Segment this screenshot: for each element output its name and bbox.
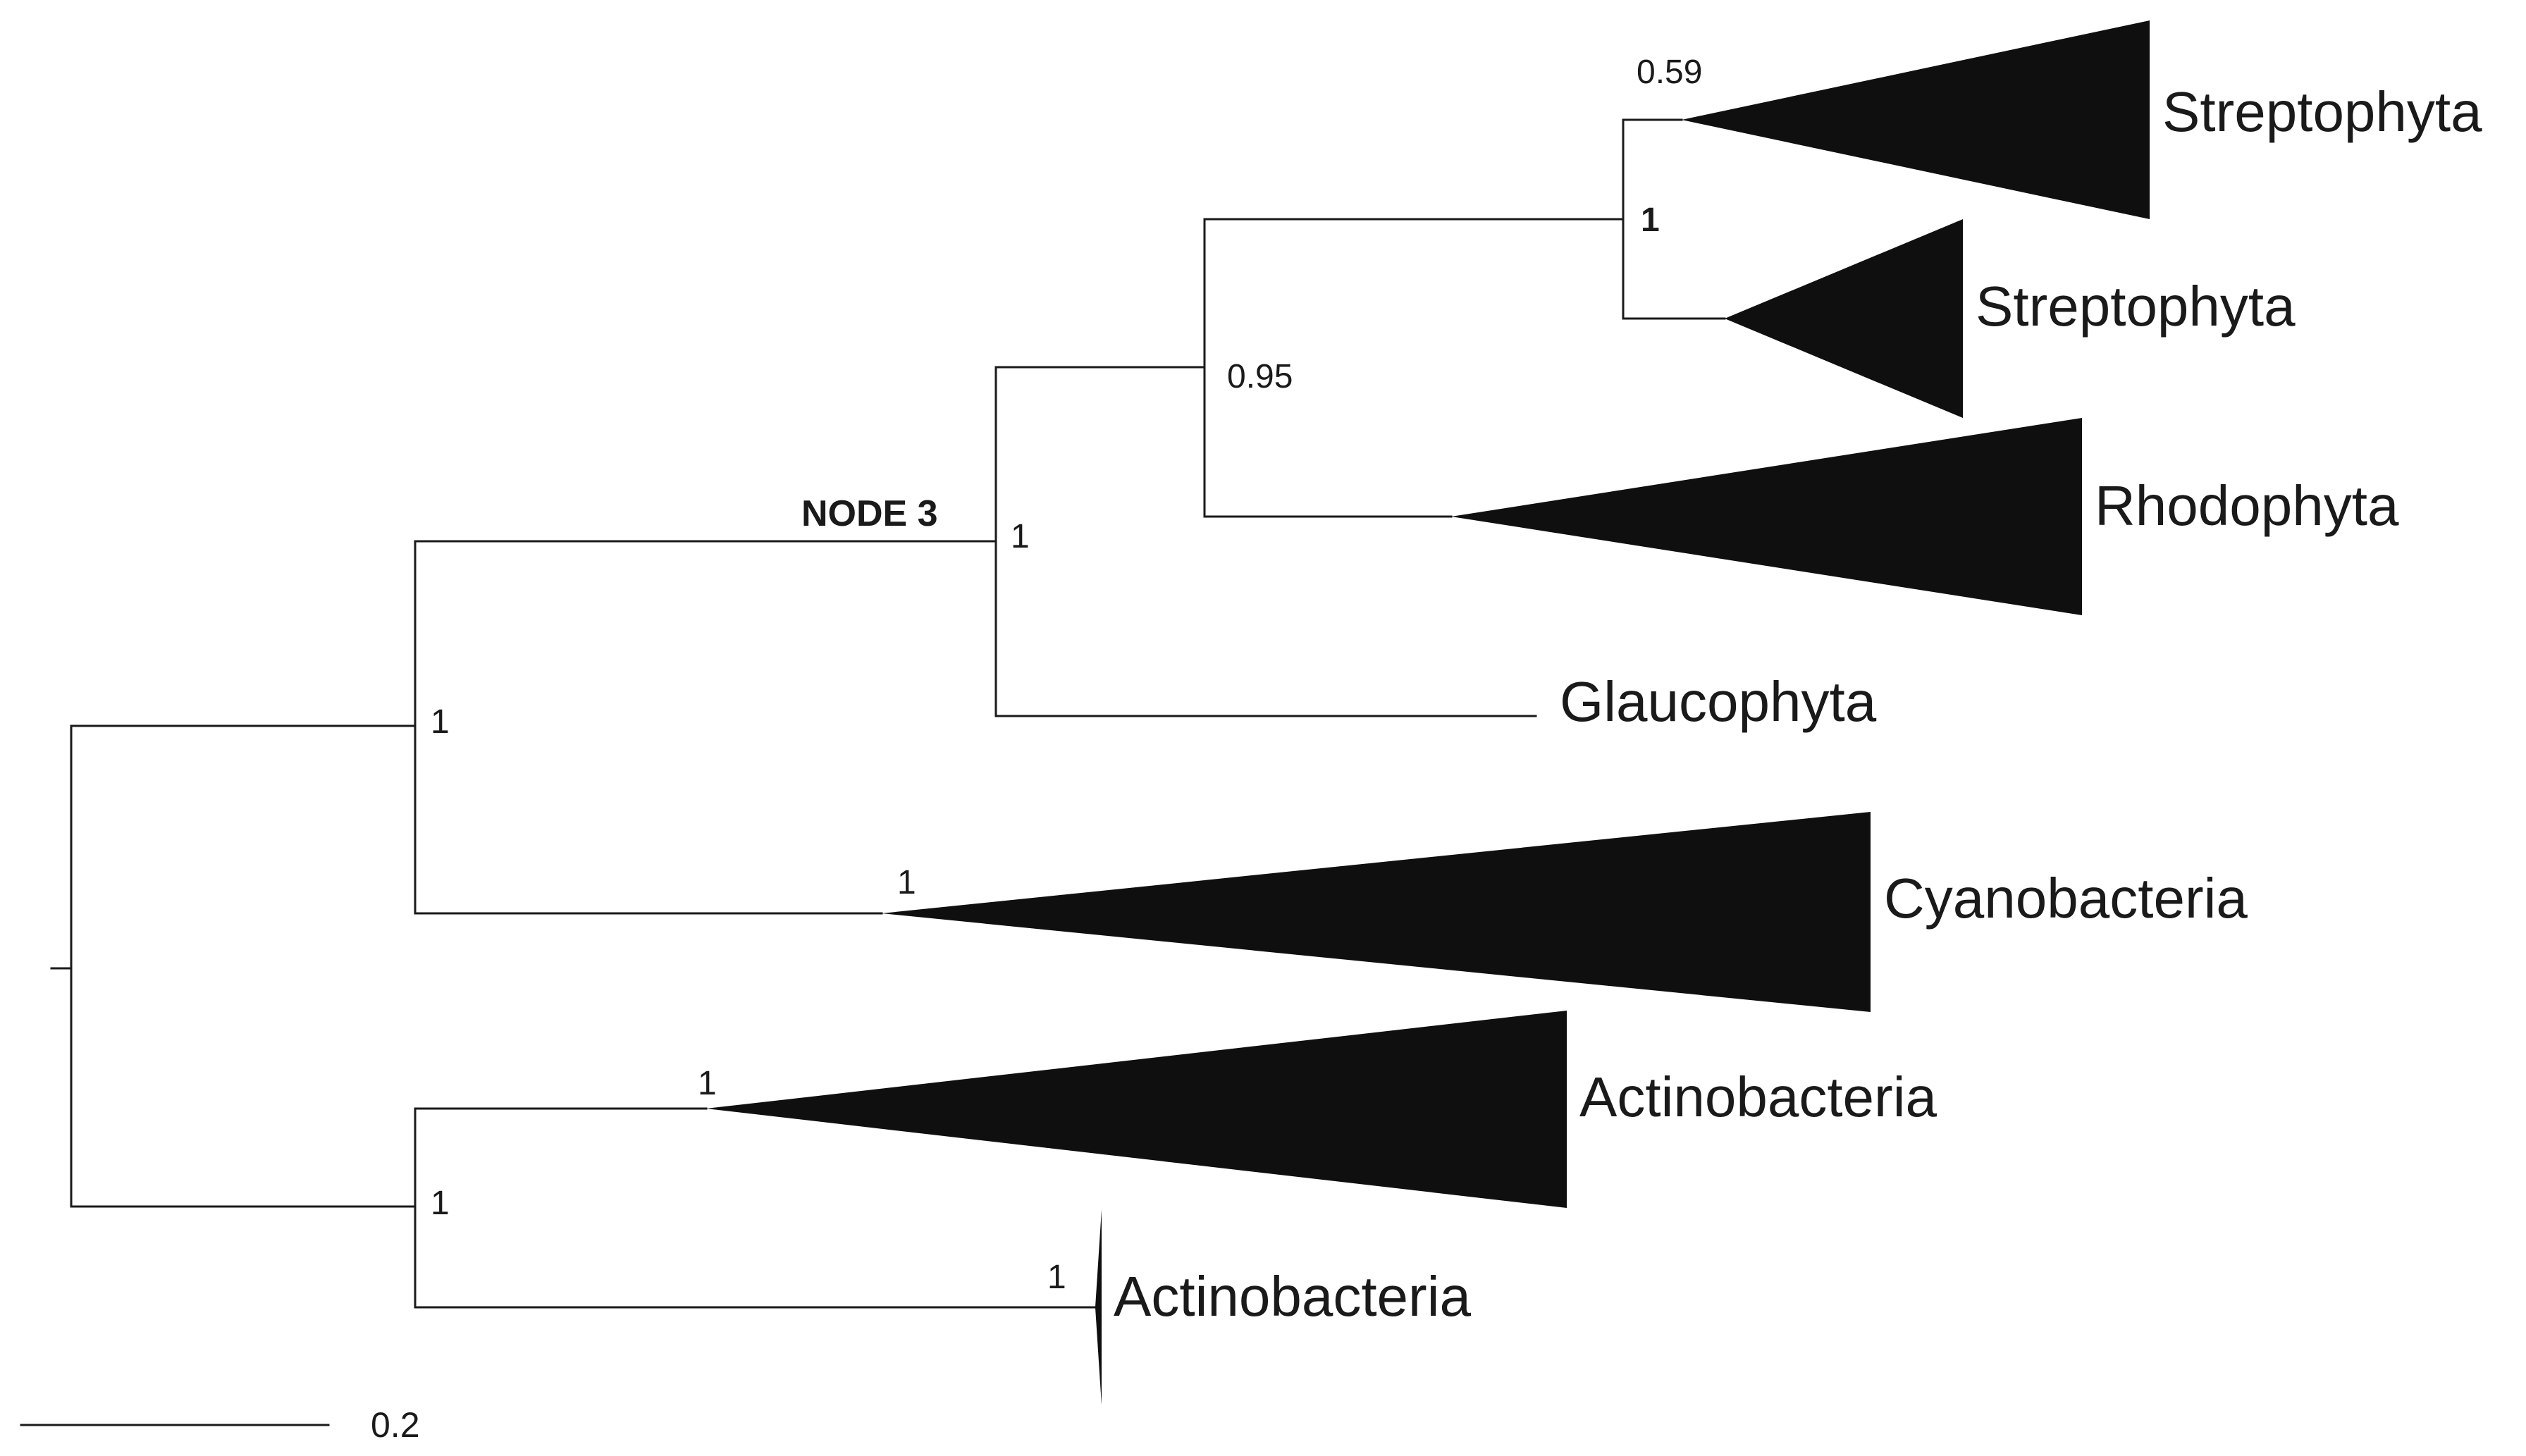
clade-wedge-cyanobacteria [882,812,1871,1012]
taxon-label-actinobacteria-2: Actinobacteria [1114,1265,1471,1328]
taxon-label-streptophyta-2: Streptophyta [1976,275,2296,338]
taxon-label-actinobacteria-1: Actinobacteria [1579,1066,1937,1128]
support-value-cyano-node: 1 [431,703,450,741]
taxon-label-glaucophyta: Glaucophyta [1560,670,1877,733]
clade-wedge-actinobacteria-1 [706,1011,1567,1208]
taxon-label-cyanobacteria: Cyanobacteria [1884,867,2248,930]
clade-wedge-streptophyta-2 [1725,219,1963,418]
support-value-cyanobacteria: 1 [897,864,916,901]
taxon-label-rhodophyta: Rhodophyta [2095,474,2399,537]
taxon-label-streptophyta-1: Streptophyta [2162,80,2482,143]
support-value-node3: 1 [1011,518,1030,555]
clade-wedge-streptophyta-1 [1682,20,2150,219]
support-value-actinobacteria-1: 1 [698,1065,717,1102]
support-value-actinobacteria-2: 1 [1047,1259,1066,1296]
node3-label: NODE 3 [801,493,938,534]
support-value-inner-node: 0.95 [1227,358,1293,395]
clade-wedge-rhodophyta [1451,418,2082,615]
support-value-streptophyta-1: 0.59 [1637,54,1702,91]
support-value-streptophyta-pair: 1 [1641,202,1660,239]
scale-bar-label: 0.2 [371,1405,420,1445]
support-value-actino-node: 1 [431,1185,450,1222]
clade-wedge-actinobacteria-2 [1095,1209,1102,1405]
